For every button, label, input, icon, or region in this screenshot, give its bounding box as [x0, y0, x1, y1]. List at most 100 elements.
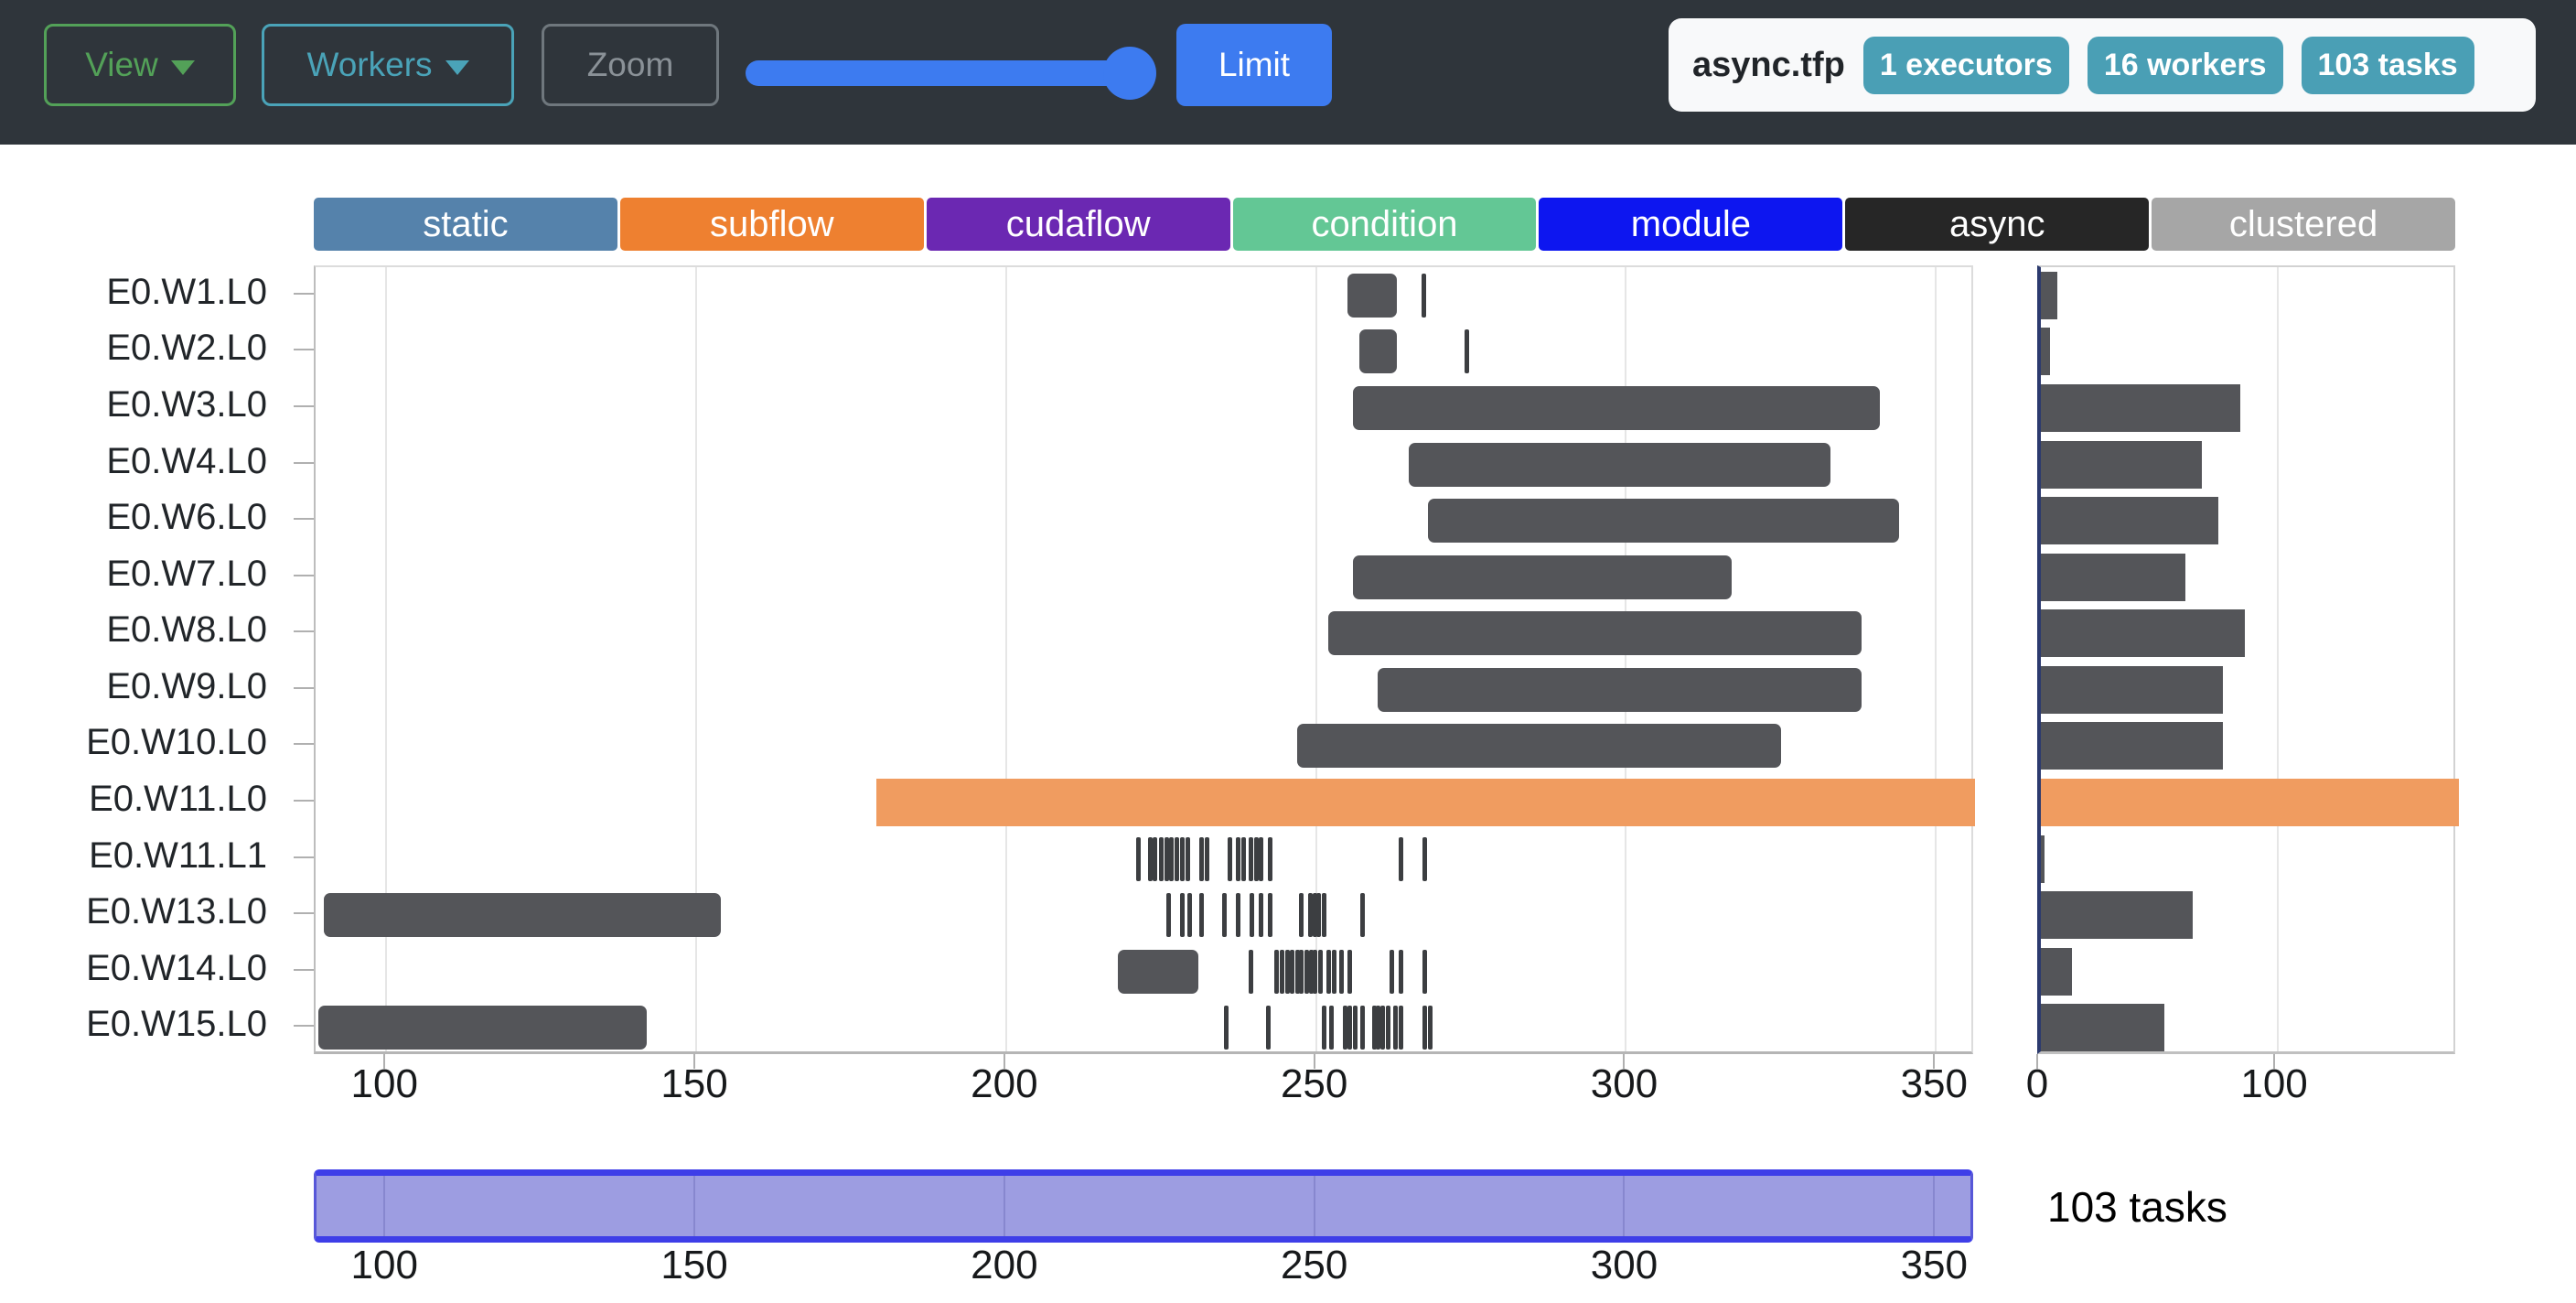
task-tick[interactable]: [1399, 949, 1404, 994]
task-tick[interactable]: [1322, 1006, 1327, 1050]
task-tick[interactable]: [1169, 836, 1175, 881]
load-bar: [2041, 497, 2219, 545]
view-dropdown-button[interactable]: View: [44, 24, 236, 106]
x-axis-label: 250: [1280, 1061, 1348, 1106]
task-tick[interactable]: [1392, 1006, 1398, 1050]
task-tick[interactable]: [1380, 1006, 1386, 1050]
task-tick[interactable]: [1273, 949, 1279, 994]
workers-dropdown-button[interactable]: Workers: [262, 24, 514, 106]
task-tick[interactable]: [1422, 949, 1427, 994]
task-bar[interactable]: [324, 893, 722, 938]
task-tick[interactable]: [1259, 836, 1264, 881]
task-tick[interactable]: [1235, 893, 1240, 938]
task-tick[interactable]: [1223, 1006, 1229, 1050]
task-bar[interactable]: [1359, 329, 1397, 374]
y-tick: [294, 799, 314, 802]
task-tick[interactable]: [1249, 893, 1254, 938]
task-tick[interactable]: [1153, 836, 1158, 881]
task-tick[interactable]: [1316, 893, 1322, 938]
task-tick[interactable]: [1299, 949, 1304, 994]
task-tick[interactable]: [1253, 836, 1259, 881]
task-bar[interactable]: [1328, 611, 1862, 656]
task-bar[interactable]: [1409, 442, 1831, 487]
task-bar[interactable]: [1297, 724, 1781, 769]
task-tick[interactable]: [1185, 836, 1190, 881]
task-tick[interactable]: [1386, 1006, 1391, 1050]
limit-slider-thumb[interactable]: [1103, 47, 1156, 100]
task-tick[interactable]: [1331, 949, 1336, 994]
task-tick[interactable]: [1312, 893, 1317, 938]
task-tick[interactable]: [1339, 949, 1345, 994]
task-tick[interactable]: [1427, 1006, 1433, 1050]
task-tick[interactable]: [1308, 949, 1314, 994]
task-tick[interactable]: [1317, 949, 1323, 994]
task-tick[interactable]: [1360, 1006, 1366, 1050]
task-tick[interactable]: [1266, 1006, 1272, 1050]
task-tick[interactable]: [1174, 836, 1179, 881]
task-tick[interactable]: [1198, 893, 1204, 938]
main-gantt-plot[interactable]: [314, 265, 1975, 1054]
task-tick[interactable]: [1376, 1006, 1381, 1050]
task-tick[interactable]: [1289, 949, 1294, 994]
task-tick[interactable]: [1294, 949, 1300, 994]
task-tick[interactable]: [1148, 836, 1154, 881]
task-tick[interactable]: [1371, 1006, 1377, 1050]
task-tick[interactable]: [1422, 836, 1427, 881]
task-tick[interactable]: [1342, 1006, 1347, 1050]
task-tick[interactable]: [1204, 836, 1209, 881]
task-tick[interactable]: [1186, 893, 1192, 938]
task-tick[interactable]: [1228, 836, 1233, 881]
task-tick[interactable]: [1280, 949, 1285, 994]
task-tick[interactable]: [1259, 893, 1264, 938]
task-tick[interactable]: [1328, 1006, 1334, 1050]
task-tick[interactable]: [1164, 836, 1169, 881]
task-tick[interactable]: [1465, 329, 1470, 374]
task-tick[interactable]: [1241, 836, 1247, 881]
task-tick[interactable]: [1421, 273, 1426, 318]
task-tick[interactable]: [1307, 893, 1313, 938]
task-tick[interactable]: [1304, 949, 1309, 994]
task-tick[interactable]: [1267, 836, 1272, 881]
brush-axis-label: 350: [1900, 1243, 1968, 1287]
task-bar[interactable]: [1117, 949, 1198, 994]
task-bar[interactable]: [1378, 667, 1862, 712]
task-bar[interactable]: [875, 778, 1975, 826]
timeline-brush[interactable]: [314, 1169, 1973, 1243]
task-tick[interactable]: [1347, 949, 1352, 994]
limit-button[interactable]: Limit: [1176, 24, 1332, 106]
task-tick[interactable]: [1221, 893, 1227, 938]
task-bar[interactable]: [1427, 499, 1899, 544]
task-tick[interactable]: [1326, 949, 1331, 994]
task-tick[interactable]: [1158, 836, 1164, 881]
brush-gridline: [1313, 1176, 1315, 1236]
task-tick[interactable]: [1353, 1006, 1358, 1050]
task-tick[interactable]: [1399, 1006, 1404, 1050]
task-tick[interactable]: [1267, 893, 1272, 938]
task-tick[interactable]: [1198, 836, 1204, 881]
task-tick[interactable]: [1322, 893, 1327, 938]
brush-axis-label: 150: [660, 1243, 728, 1287]
task-tick[interactable]: [1248, 836, 1253, 881]
task-tick[interactable]: [1313, 949, 1318, 994]
task-tick[interactable]: [1347, 1006, 1352, 1050]
task-tick[interactable]: [1422, 1006, 1427, 1050]
task-tick[interactable]: [1136, 836, 1142, 881]
task-tick[interactable]: [1399, 836, 1404, 881]
task-tick[interactable]: [1284, 949, 1290, 994]
task-bar[interactable]: [1353, 385, 1881, 430]
task-tick[interactable]: [1235, 836, 1240, 881]
limit-slider-track[interactable]: [746, 60, 1146, 86]
task-tick[interactable]: [1298, 893, 1304, 938]
task-bar[interactable]: [1353, 555, 1732, 599]
task-tick[interactable]: [1390, 949, 1395, 994]
task-tick[interactable]: [1179, 893, 1185, 938]
worker-load-plot: [2037, 265, 2459, 1054]
task-tick[interactable]: [1179, 836, 1185, 881]
y-tick: [294, 968, 314, 971]
task-bar[interactable]: [317, 1006, 647, 1050]
task-tick[interactable]: [1166, 893, 1172, 938]
task-bar[interactable]: [1347, 273, 1397, 318]
task-tick[interactable]: [1360, 893, 1366, 938]
task-tick[interactable]: [1248, 949, 1253, 994]
